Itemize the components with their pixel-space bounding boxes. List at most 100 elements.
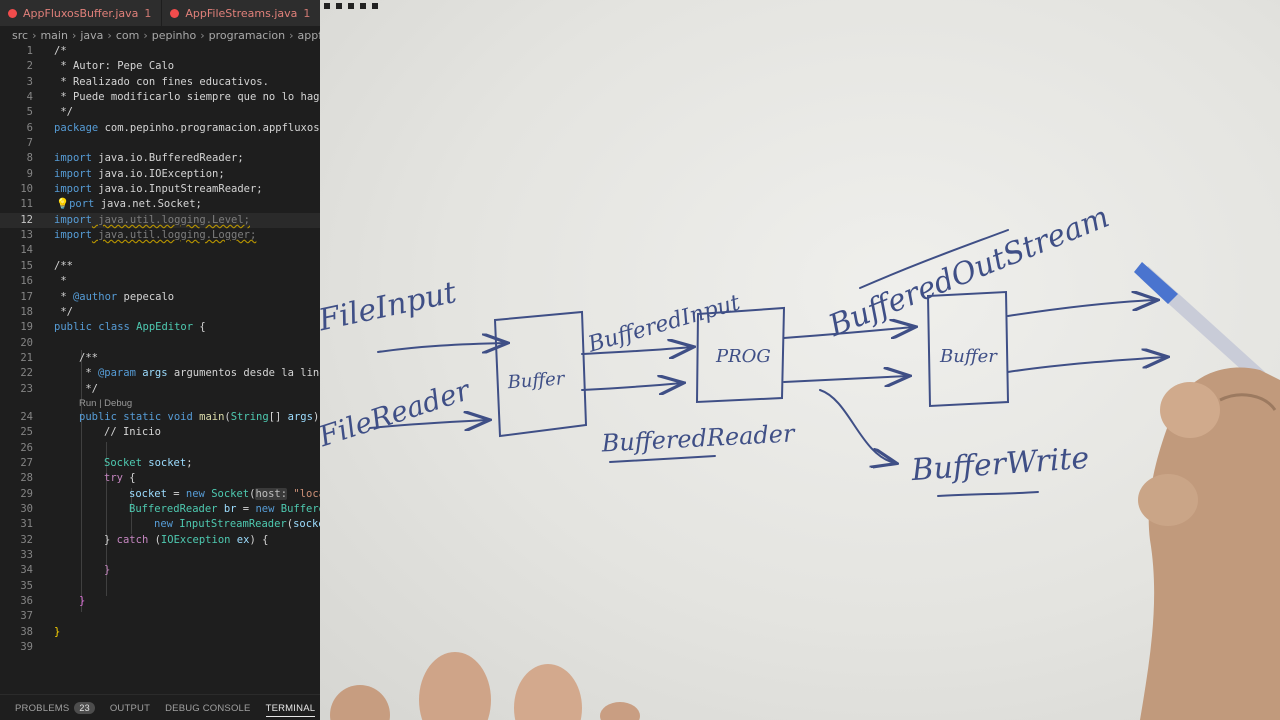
line-number: 27 (20, 456, 33, 469)
underline (937, 491, 1039, 497)
line-number: 17 (20, 290, 33, 303)
line-number: 34 (20, 564, 33, 577)
tab-output[interactable]: OUTPUT (109, 702, 151, 714)
pen (1134, 262, 1265, 382)
code-area[interactable]: 1/* 2 * Autor: Pepe Calo 3 * Realizado c… (0, 44, 320, 655)
tab-appfluxosbuffer[interactable]: AppFluxosBuffer.java 1 (0, 0, 163, 26)
code-line: * @param args argumentos desde la line (79, 367, 320, 380)
hand (1138, 367, 1280, 720)
chevron-right-icon: › (32, 28, 37, 42)
code-line: } (54, 625, 61, 638)
line-number: 36 (20, 595, 33, 608)
breadcrumb-item[interactable]: appfluxos (297, 28, 320, 42)
line-number: 14 (20, 244, 33, 257)
code-line: BufferedReader br = new Buffere (129, 502, 320, 515)
code-line: import java.io.IOException; (54, 167, 225, 180)
video-dots (324, 3, 378, 9)
arrow (819, 389, 895, 463)
code-line: import java.util.logging.Logger; (54, 229, 257, 242)
line-number: 26 (20, 441, 33, 454)
line-number: 8 (26, 152, 33, 165)
code-line: Socket socket; (104, 456, 193, 469)
breadcrumb-item[interactable]: main (40, 28, 68, 42)
error-icon (170, 8, 180, 18)
label-prog: PROG (715, 346, 771, 367)
tab-appfilestreams[interactable]: AppFileStreams.java 1 (162, 0, 320, 26)
prog-box (695, 306, 786, 404)
underline (609, 455, 716, 463)
line-number: 12 (20, 213, 33, 226)
breadcrumb-item[interactable]: com (115, 28, 140, 42)
arrow (581, 347, 692, 354)
code-line: } (104, 564, 111, 577)
tab-label: AppFileStreams.java (185, 6, 298, 20)
tab-error-count: 1 (303, 6, 311, 20)
code-line: * Autor: Pepe Calo (54, 60, 175, 73)
line-number: 30 (20, 502, 33, 515)
code-line: public static void main(String[] args) (79, 410, 320, 423)
arrow (369, 420, 488, 428)
indent-guide (131, 488, 132, 534)
whiteboard-video: FileInput FileReader Buffer BufferedInpu… (320, 0, 1280, 720)
code-editor: AppFluxosBuffer.java 1 AppFileStreams.ja… (0, 0, 320, 720)
tab-label: AppFluxosBuffer.java (23, 6, 139, 20)
chevron-right-icon: › (71, 28, 77, 42)
buffer-box-right (926, 290, 1010, 408)
code-line: */ (54, 305, 73, 318)
arrow (783, 376, 908, 382)
arrow (1007, 300, 1156, 317)
code-line: new InputStreamReader(socke (154, 518, 320, 531)
label-buffered-reader: BufferedReader (600, 419, 797, 457)
line-number: 18 (20, 305, 33, 318)
code-line: */ (54, 106, 73, 119)
codelens: Run | Debug (0, 397, 320, 410)
line-number: 6 (26, 121, 33, 134)
line-number: 29 (20, 487, 33, 500)
line-number: 7 (26, 137, 33, 150)
problems-count-badge: 23 (74, 702, 95, 714)
line-number: 21 (20, 351, 33, 364)
chevron-right-icon: › (107, 28, 112, 42)
code-line: 💡port java.net.Socket; (56, 198, 202, 211)
line-number: 24 (20, 410, 33, 423)
chevron-right-icon: › (289, 28, 294, 42)
breadcrumb: src› main› java› com› pepinho› programac… (12, 28, 320, 42)
lightbulb-icon[interactable]: 💡 (56, 198, 70, 211)
line-number: 1 (26, 45, 33, 57)
line-number: 22 (20, 367, 33, 380)
code-line: import java.util.logging.Level; (54, 213, 250, 226)
line-number: 4 (26, 91, 33, 104)
indent-guide (106, 442, 107, 596)
code-line: try { (104, 472, 136, 485)
chevron-right-icon: › (200, 28, 205, 42)
line-number: 33 (20, 549, 33, 561)
line-number: 11 (20, 198, 33, 211)
tab-terminal[interactable]: TERMINAL (265, 703, 316, 717)
error-icon (8, 8, 17, 18)
tab-debug-console[interactable]: DEBUG CONSOLE (165, 702, 251, 714)
breadcrumb-item[interactable]: pepinho (151, 28, 197, 42)
line-number: 31 (20, 518, 33, 531)
chevron-right-icon: › (143, 28, 148, 42)
arrow (783, 327, 914, 338)
breadcrumb-item[interactable]: programacion (208, 28, 286, 42)
breadcrumb-item[interactable]: java (80, 28, 104, 42)
code-line: import java.io.BufferedReader; (54, 152, 244, 165)
code-line: /** (54, 259, 73, 272)
arrow (377, 343, 506, 352)
code-line: } (79, 595, 86, 608)
line-number: 25 (20, 426, 33, 439)
run-debug-codelens[interactable]: Run | Debug (79, 397, 133, 409)
line-number: 15 (20, 259, 33, 272)
underline (859, 229, 1009, 289)
code-line: * Realizado con fines educativos. (54, 75, 269, 88)
line-number: 5 (26, 106, 33, 119)
breadcrumb-item[interactable]: src (12, 28, 29, 42)
whiteboard-drawing: FileInput FileReader Buffer BufferedInpu… (320, 3, 1280, 720)
line-number: 32 (20, 533, 33, 546)
line-number: 38 (20, 625, 33, 638)
label-buffered-out-stream: BufferedOutStream (823, 200, 1114, 345)
code-line: import java.io.InputStreamReader; (54, 183, 263, 196)
code-line: public class AppEditor { (54, 321, 206, 334)
